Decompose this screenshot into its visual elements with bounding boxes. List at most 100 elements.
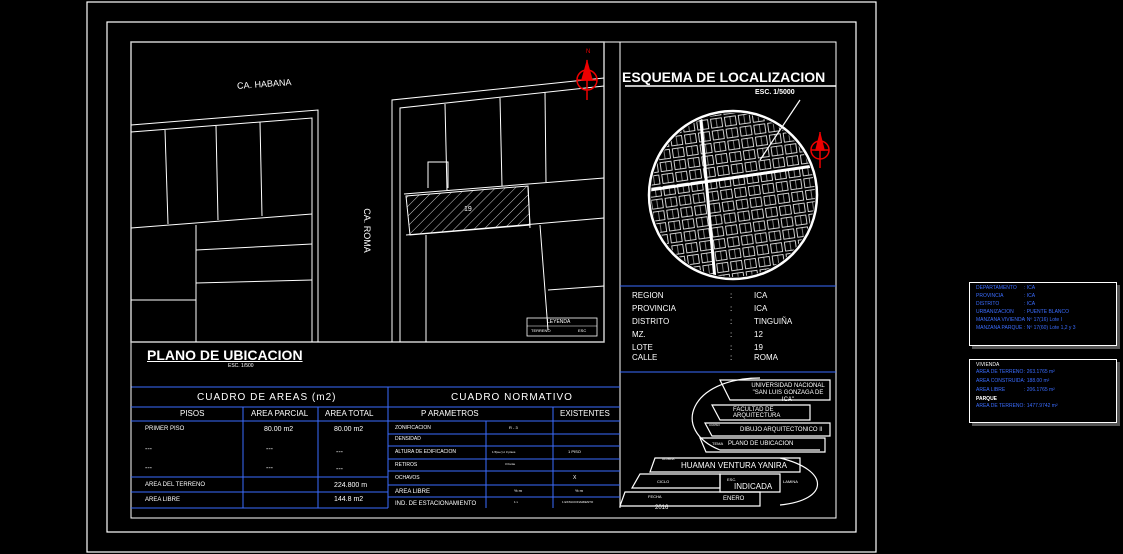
street-label-roma: CA. ROMA <box>361 208 372 253</box>
normativo-cell: RETIROS <box>395 462 418 468</box>
topic-name: PLANO DE UBICACION <box>728 441 794 447</box>
sheet-label: LAMINA <box>783 479 798 484</box>
student-label: ALUMNA <box>662 457 675 461</box>
location-value: 19 <box>754 343 763 352</box>
areas-cell: --- <box>145 446 152 453</box>
plan-scale: ESC. 1/500 <box>228 363 254 369</box>
scale-label: ESC. <box>727 477 737 482</box>
course-label: CURSO <box>709 423 720 427</box>
areas-cell: PRIMER PISO <box>145 426 185 432</box>
location-sep: : <box>730 343 733 352</box>
side-row: AREA LIBRE : 206.1765 m² <box>970 388 1116 397</box>
university-name: UNIVERSIDAD NACIONAL "SAN LUIS GONZAGA D… <box>751 383 825 403</box>
side-label: AREA CONSTRUIDA <box>976 378 1024 384</box>
location-sep: : <box>730 291 733 300</box>
month-value: ENERO <box>723 496 745 502</box>
normativo-cell: 1 x <box>514 500 519 504</box>
scale-value: INDICADA <box>734 482 773 491</box>
normativo-cell: ALTURA DE EDIFICACION <box>395 449 457 455</box>
side-value: : 206.1765 m² <box>1024 387 1055 393</box>
topic-label: TEMA <box>712 441 724 446</box>
side-heading-vivienda: VIVIENDA <box>976 362 1000 368</box>
legend-col1: TERRENO <box>531 328 551 333</box>
location-info: REGION : ICA PROVINCIA : ICA DISTRITO : … <box>632 292 832 364</box>
year-value: 2016 <box>655 505 669 511</box>
location-label: CALLE <box>632 353 658 362</box>
normativo-cell: % m <box>575 488 583 493</box>
side-row: MANZANA VIVIENDA: Nº 17(16) Lote I <box>970 318 1116 326</box>
side-value: : ICA <box>1024 293 1036 299</box>
normativo-cell: 1 ESTACIONAMIENTO <box>562 500 594 504</box>
side-value: : ICA <box>1024 301 1036 307</box>
normativo-cell: 3 frente <box>505 462 516 466</box>
location-label: REGION <box>632 291 664 300</box>
normativo-cell: DENSIDAD <box>395 436 421 442</box>
areas-cell: 80.00 m2 <box>334 426 364 433</box>
areas-cell: --- <box>336 466 343 473</box>
normativo-cell: ZONIFICACION <box>395 425 431 431</box>
areas-header: PISOS <box>180 409 205 418</box>
areas-grid <box>131 387 389 509</box>
location-label: DISTRITO <box>632 317 670 326</box>
legend-col2: ESC <box>578 328 587 333</box>
location-row: CALLE : ROMA <box>632 354 832 364</box>
side-value: : PUENTE BLANCO <box>1024 309 1070 315</box>
normativo-header: EXISTENTES <box>560 409 610 418</box>
location-sep: : <box>730 353 733 362</box>
side-row: URBANIZACION: PUENTE BLANCO <box>970 310 1116 318</box>
normativo-grid <box>388 406 620 508</box>
course-name: DIBUJO ARQUITECTONICO II <box>740 427 823 433</box>
location-sep: : <box>730 304 733 313</box>
side-value: : 263.1765 m² <box>1024 369 1055 375</box>
normativo-cell: OCHAVOS <box>395 475 420 481</box>
normativo-cell: AREA LIBRE <box>395 489 431 495</box>
location-label: PROVINCIA <box>632 304 677 313</box>
location-value: 12 <box>754 330 763 339</box>
localization-map <box>651 113 815 277</box>
side-label: MANZANA VIVIENDA <box>976 317 1025 323</box>
location-value: ICA <box>754 291 768 300</box>
areas-cell: AREA LIBRE <box>145 497 181 503</box>
side-row: AREA DE TERRENO: 263.1765 m² <box>970 370 1116 379</box>
areas-header: AREA PARCIAL <box>251 409 309 418</box>
side-row: DEPARTAMENTO : ICA <box>970 286 1116 294</box>
side-value: : Nº 17(60) Lote 1,2 y 3 <box>1024 325 1076 331</box>
location-value: ROMA <box>754 353 778 362</box>
side-value: : Nº 17(16) Lote I <box>1024 317 1062 323</box>
side-row: DISTRITO: ICA <box>970 302 1116 310</box>
side-value: : ICA <box>1024 285 1036 291</box>
location-row: DISTRITO : TINGUIÑA <box>632 318 832 331</box>
side-row: AREA DE TERRENO: 1477.9742 m² <box>970 404 1116 413</box>
normativo-cell: 1 PISO <box>568 449 581 454</box>
location-value: TINGUIÑA <box>754 317 793 326</box>
location-row: REGION : ICA <box>632 292 832 305</box>
localization-title: ESQUEMA DE LOCALIZACION <box>622 69 826 85</box>
localization-scale: ESC. 1/5000 <box>755 89 795 96</box>
location-label: LOTE <box>632 343 653 352</box>
location-value: ICA <box>754 304 768 313</box>
areas-cell: 144.8 m2 <box>334 496 364 503</box>
side-label: AREA DE TERRENO <box>976 369 1024 375</box>
normativo-cell: X <box>573 475 577 481</box>
side-panel-areas: VIVIENDA AREA DE TERRENO: 263.1765 m² AR… <box>969 359 1117 423</box>
plan-title: PLANO DE UBICACION <box>147 347 303 363</box>
side-row: MANZANA PARQUE: Nº 17(60) Lote 1,2 y 3 <box>970 326 1116 334</box>
north-arrow-localization <box>810 132 830 168</box>
areas-cell: --- <box>145 465 152 472</box>
faculty-name: FACULTAD DE ARQUITECTURA <box>733 407 781 419</box>
side-value: : 1477.9742 m² <box>1024 403 1058 409</box>
normativo-table-title: CUADRO NORMATIVO <box>451 392 573 403</box>
side-label: AREA LIBRE <box>976 387 1006 393</box>
side-label: DEPARTAMENTO <box>976 285 1017 291</box>
location-row: LOTE : 19 <box>632 344 832 354</box>
normativo-cell: R - 3 <box>509 425 518 430</box>
areas-table-title: CUADRO DE AREAS (m2) <box>197 392 337 403</box>
areas-cell: 80.00 m2 <box>264 426 294 433</box>
side-row: PROVINCIA: ICA <box>970 294 1116 302</box>
plan-blocks <box>130 77 605 342</box>
side-heading-parque: PARQUE <box>976 396 998 402</box>
title-block-shapes <box>619 377 831 507</box>
areas-cell: --- <box>266 446 273 453</box>
lot-number: 19 <box>464 206 472 213</box>
